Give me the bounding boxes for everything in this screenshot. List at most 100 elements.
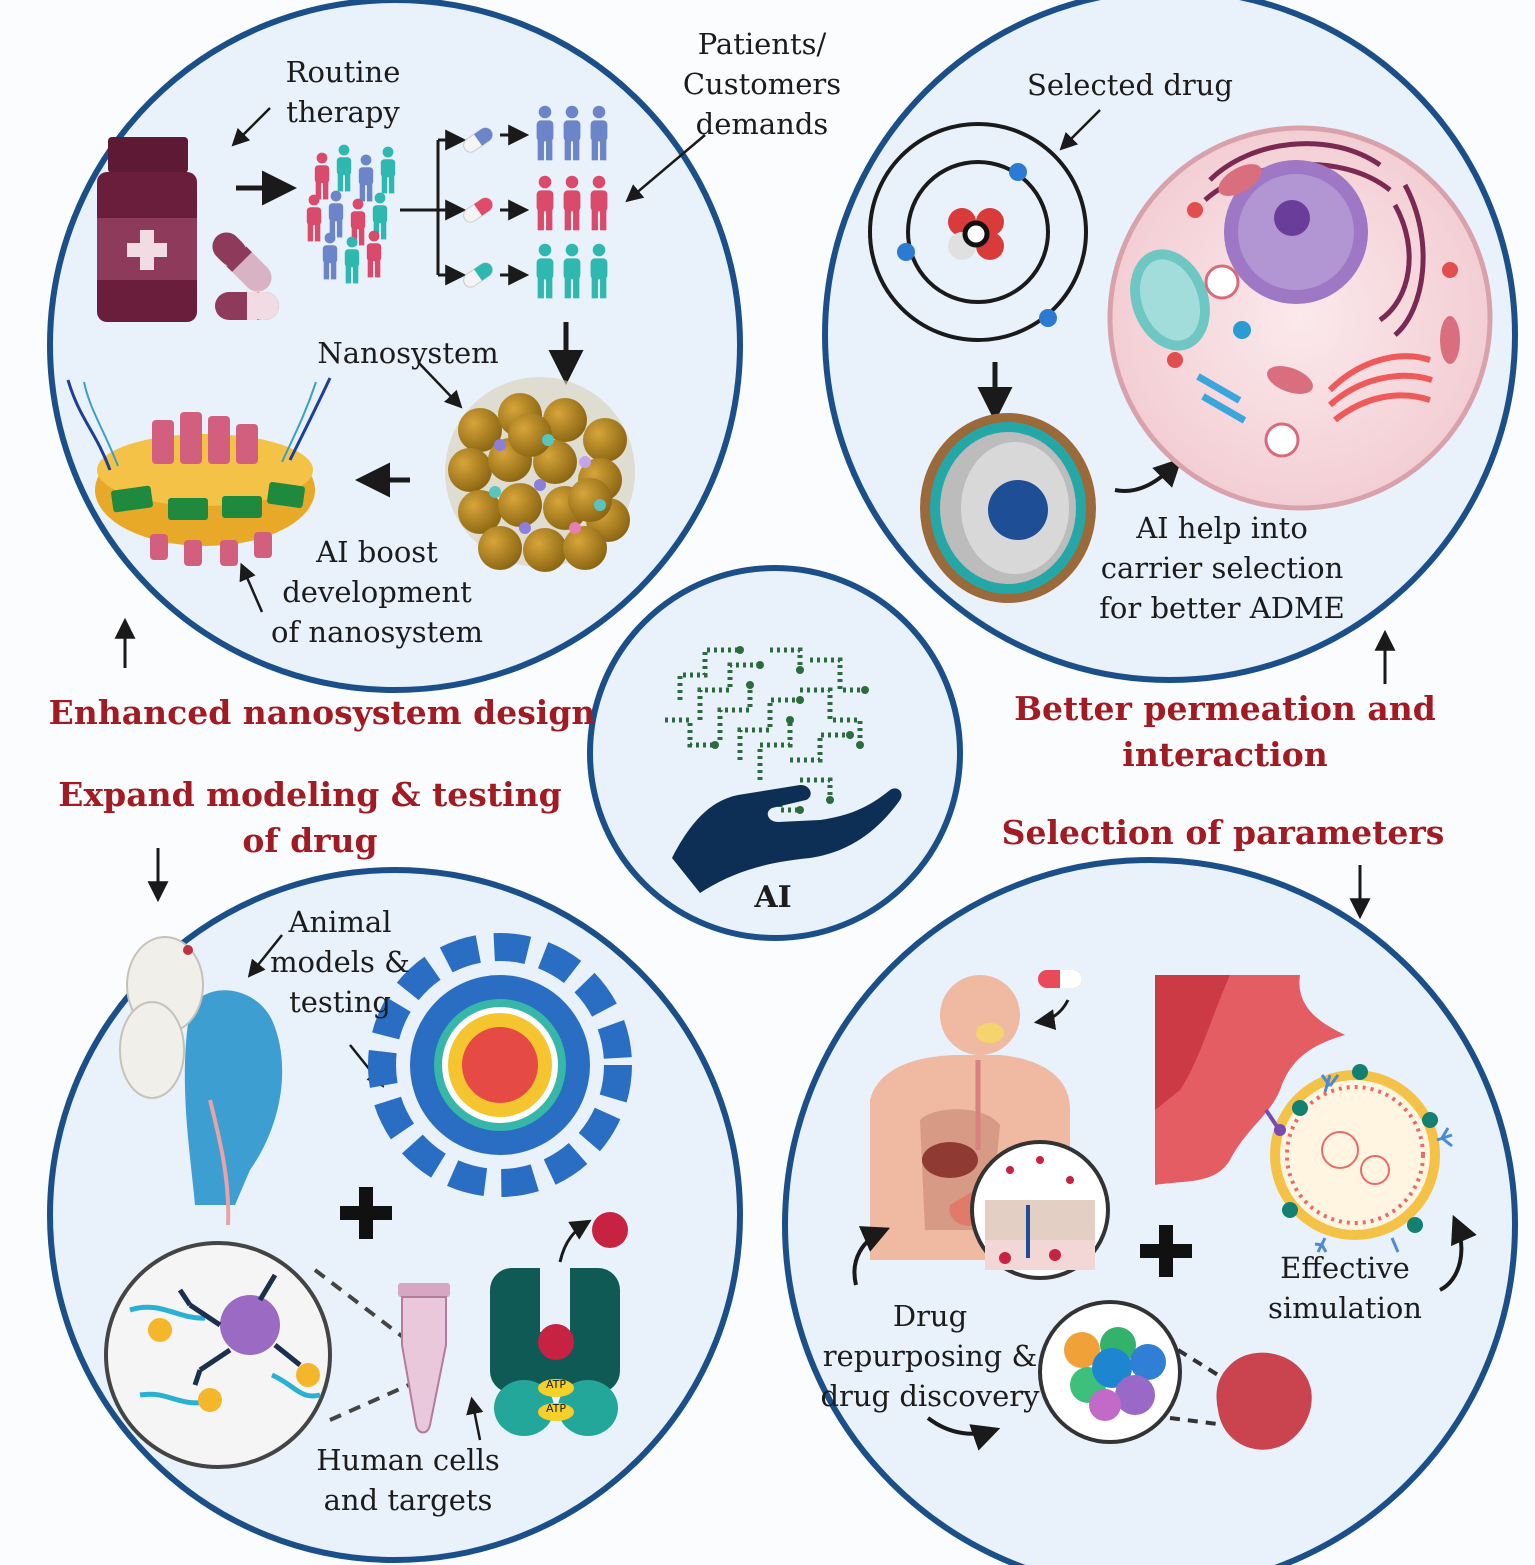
membrane-transporter-icon [490, 1212, 628, 1436]
zoom-dashed-lines-right [1169, 1348, 1252, 1427]
person-icon [590, 243, 608, 299]
dendrimer-nanoparticle-icon [368, 933, 632, 1197]
person-icon [536, 243, 554, 299]
circuit-trace [737, 697, 800, 760]
heading-selection-parameters: Selection of parameters [1002, 810, 1445, 856]
label-aiboost-line1: AI boost [316, 535, 438, 569]
label-atp-1: ATP [545, 1378, 567, 1391]
people-crowd-icon [306, 144, 396, 284]
cell-cluster-zoom-icon [1038, 1300, 1182, 1444]
pill-icon [463, 262, 493, 288]
pill-icon [463, 197, 493, 223]
arrow-routine-pointer [231, 107, 271, 147]
person-icon [563, 175, 581, 231]
cell-target-zoom-icon [104, 1241, 332, 1469]
person-icon [372, 192, 388, 240]
arrow-repurposing-up [852, 1226, 891, 1286]
circuit-trace [717, 685, 753, 740]
label-nanosystem-text: Nanosystem [317, 336, 499, 370]
person-icon [336, 144, 352, 192]
person-icon [590, 105, 608, 161]
circuit-trace [677, 647, 740, 700]
label-patients-line1: Patients/ [697, 27, 827, 61]
label-nanosystem: Nanosystem [317, 333, 498, 373]
circuit-trace [757, 720, 793, 780]
tumor-tissue-icon [1216, 1352, 1312, 1450]
label-human-line2: and targets [323, 1483, 493, 1517]
label-drug-line2: repurposing & [822, 1339, 1038, 1373]
pill-icons [463, 127, 493, 288]
heading-better-permeation: Better permeation and interaction [1014, 686, 1436, 778]
person-icon [314, 152, 330, 200]
heading-expand-modeling: Expand modeling & testing of drug [58, 772, 561, 864]
circuit-trace [770, 647, 803, 670]
label-animal-line1: Animal [288, 905, 392, 939]
person-icon [350, 198, 366, 246]
carrier-capsule-icon [920, 413, 1096, 603]
arrow-transporter-out [558, 1219, 592, 1263]
label-selected-drug-text: Selected drug [1027, 68, 1233, 102]
label-patients-line2: Customers [682, 67, 842, 101]
person-icon [536, 105, 554, 161]
intestine-zoom-icon [970, 1140, 1110, 1280]
person-icon [322, 232, 338, 280]
arrow-carrier-to-cell [1114, 458, 1182, 493]
open-hand-icon [672, 784, 902, 893]
label-atp-2: ATP [545, 1402, 567, 1415]
functionalized-liposome-icon [1264, 1064, 1453, 1253]
label-effective-line2: simulation [1268, 1291, 1422, 1325]
label-routine-line1: Routine [285, 55, 401, 89]
circuit-trace [790, 732, 850, 763]
label-routine-therapy: Routine therapy [286, 52, 401, 132]
heading-better-line1: Better permeation and [1014, 689, 1436, 728]
nanosystem-beads-icon [445, 377, 635, 572]
label-animal-line3: testing [289, 985, 391, 1019]
label-drug-line1: Drug [892, 1299, 968, 1333]
medicine-bottle-icon [97, 137, 197, 322]
arrow-human-cells-pointer [466, 1396, 484, 1441]
label-aiboost-line2: development [282, 575, 472, 609]
heading-better-line2: interaction [1122, 735, 1328, 774]
person-icon [590, 175, 608, 231]
label-drug-repurposing: Drug repurposing & drug discovery [820, 1296, 1039, 1416]
person-icon [380, 146, 396, 194]
label-animal-line2: models & [270, 945, 410, 979]
label-atp-bottom: ATP [546, 1402, 566, 1416]
arrow-animal-pointer [247, 934, 283, 978]
heading-expand-line1: Expand modeling & testing [58, 775, 562, 814]
ai-label: AI [754, 880, 792, 915]
branch-arrows [400, 124, 530, 286]
label-carrier-line1: AI help into [1136, 511, 1308, 545]
label-atp-top: ATP [546, 1378, 566, 1392]
arrow-demands-pointer [625, 134, 706, 203]
label-patients-demands: Patients/ Customers demands [683, 24, 841, 144]
plus-icon-right [1140, 1225, 1192, 1277]
person-icon [563, 105, 581, 161]
label-routine-line2: therapy [286, 95, 400, 129]
person-icon [366, 230, 382, 278]
circuit-trace [800, 687, 863, 745]
label-animal-models: Animal models & testing [270, 902, 410, 1022]
label-carrier-line2: carrier selection [1100, 551, 1344, 585]
atom-drug-icon [868, 122, 1088, 342]
label-ai-carrier: AI help into carrier selection for bette… [1099, 508, 1345, 628]
label-aiboost-line3: of nanosystem [271, 615, 483, 649]
arrow-repurposing-right [926, 1416, 1001, 1451]
label-selected-drug: Selected drug [1027, 65, 1233, 105]
heading-selection-text: Selection of parameters [1001, 813, 1445, 852]
person-icon [306, 194, 322, 242]
pill-icon [463, 127, 493, 153]
person-icon [563, 243, 581, 299]
label-drug-line3: drug discovery [820, 1379, 1040, 1413]
label-carrier-line3: for better ADME [1099, 591, 1345, 625]
person-icon [344, 236, 360, 284]
brain-circuit-icon [665, 646, 869, 814]
circuit-trace [665, 717, 715, 748]
arrow-pill-to-mouth [1033, 999, 1070, 1031]
plus-icon-left [340, 1187, 392, 1239]
eukaryotic-cell-icon [1107, 125, 1493, 511]
heading-enhanced-text: Enhanced nanosystem design [48, 693, 596, 732]
arrow-simulation-up [1438, 1214, 1477, 1292]
arrow-aiboost-pointer [239, 562, 264, 613]
